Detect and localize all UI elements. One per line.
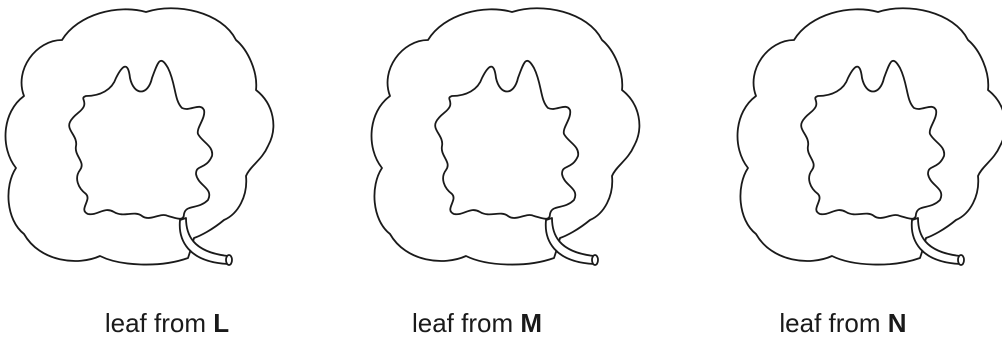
caption-leaf-m: leaf from M	[310, 308, 644, 339]
caption-prefix: leaf from	[412, 308, 513, 338]
leaf-panel-m: leaf from M	[366, 0, 700, 345]
caption-letter: N	[888, 308, 907, 338]
leaf-panel-n: leaf from N	[732, 0, 1002, 345]
leaf-panel-l: leaf from L	[0, 0, 334, 345]
caption-leaf-l: leaf from L	[0, 308, 334, 339]
caption-letter: L	[213, 308, 229, 338]
caption-prefix: leaf from	[105, 308, 206, 338]
caption-letter: M	[520, 308, 542, 338]
leaf-n-drawing	[732, 0, 1002, 300]
leaf-l-drawing	[0, 0, 334, 300]
caption-leaf-n: leaf from N	[708, 308, 978, 339]
leaf-m-drawing	[366, 0, 700, 300]
caption-prefix: leaf from	[779, 308, 880, 338]
